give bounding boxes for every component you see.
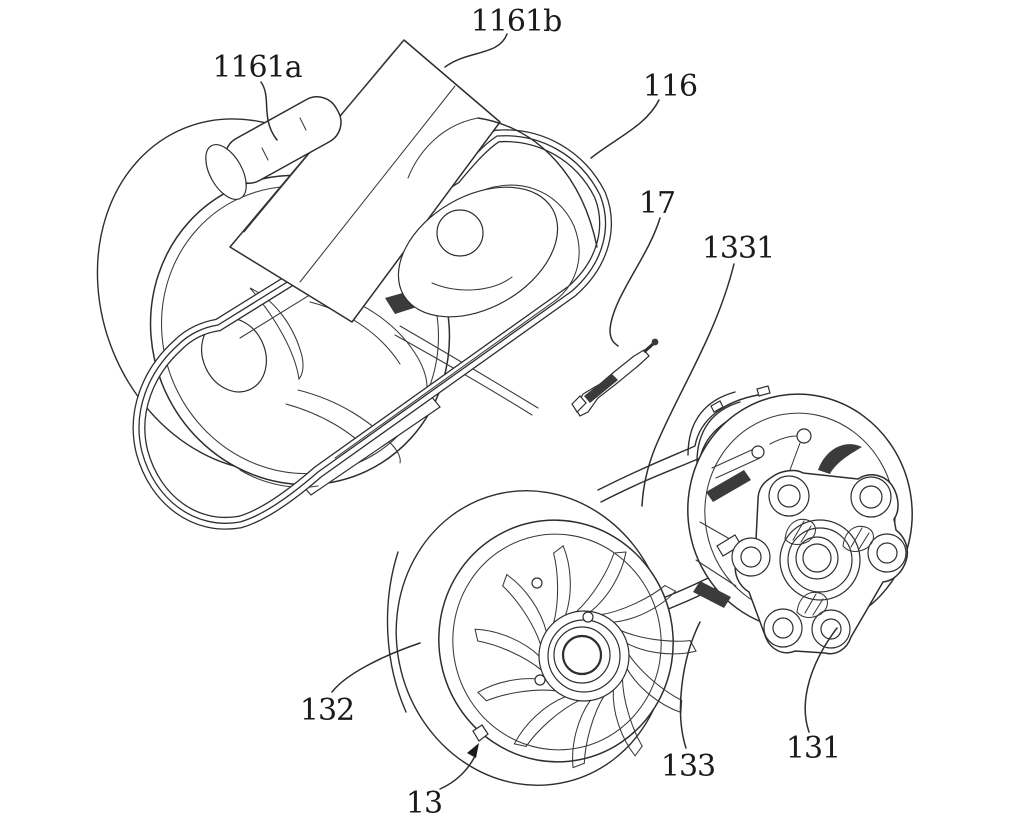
part-label-131: 131 bbox=[786, 731, 840, 766]
bolt-hole bbox=[740, 546, 762, 568]
plate-cutouts bbox=[784, 518, 875, 619]
rim-notch bbox=[472, 724, 489, 742]
tube-tick-1 bbox=[261, 147, 269, 161]
boss-lower-arc bbox=[431, 276, 513, 291]
leader-1331 bbox=[641, 263, 735, 507]
leader-13 bbox=[439, 755, 476, 790]
driven-clutch bbox=[687, 385, 913, 655]
bell-tab-top bbox=[756, 385, 771, 397]
cutout bbox=[784, 518, 817, 546]
belt-wrap-1 bbox=[687, 391, 736, 456]
mech-dark-bar-2 bbox=[693, 581, 731, 608]
part-label-116: 116 bbox=[643, 69, 697, 104]
dome-left-edge bbox=[407, 117, 479, 179]
face-hole bbox=[582, 611, 594, 623]
bracket-17 bbox=[571, 338, 659, 417]
clutch-center-boss bbox=[779, 519, 861, 601]
fan-blades bbox=[474, 545, 697, 769]
scroll-crescent bbox=[249, 287, 304, 381]
leader-1161b bbox=[444, 33, 508, 68]
part-label-13: 13 bbox=[406, 786, 442, 821]
part-label-132: 132 bbox=[300, 693, 354, 728]
pulley-rim-inner bbox=[452, 533, 662, 751]
tube-opening bbox=[205, 144, 247, 200]
cutout-hatch bbox=[850, 527, 863, 548]
mech-dark-crescent bbox=[818, 444, 862, 474]
cutout-hatch bbox=[792, 520, 805, 541]
cutout-hatch bbox=[804, 593, 817, 614]
cutout-hatch bbox=[858, 532, 870, 550]
mech-dark-bar bbox=[706, 470, 751, 502]
belt-center-line bbox=[138, 135, 607, 524]
bolt-hole bbox=[820, 618, 842, 640]
part-label-1331: 1331 bbox=[702, 231, 774, 266]
leader-lines bbox=[260, 33, 838, 790]
bearing-bore bbox=[561, 634, 603, 676]
mech-stud-2 bbox=[796, 428, 812, 444]
shaft-bore-inner bbox=[802, 543, 832, 573]
bolt-lobes bbox=[731, 475, 907, 649]
bolt-hole bbox=[777, 484, 801, 508]
arrowhead-13 bbox=[467, 743, 479, 758]
bracket-pin-tip bbox=[651, 338, 659, 346]
intake-duct-body bbox=[229, 39, 501, 323]
drive-belt bbox=[132, 129, 612, 530]
mech-line-2 bbox=[695, 559, 737, 587]
intake-duct-edge bbox=[243, 39, 405, 233]
belt-inner-edge-bottom bbox=[334, 299, 557, 459]
mech-bar-2 bbox=[715, 457, 761, 479]
bolt-hole bbox=[876, 542, 898, 564]
part-label-1161b: 1161b bbox=[471, 4, 562, 39]
cutout bbox=[842, 525, 875, 553]
housing-bottom-arc bbox=[239, 469, 319, 488]
kidney-boss bbox=[397, 186, 559, 318]
leader-17 bbox=[609, 217, 661, 347]
leader-116 bbox=[590, 99, 660, 159]
dome-right-edge bbox=[477, 117, 598, 248]
upper-strand-1 bbox=[597, 394, 759, 491]
mech-stud-1 bbox=[751, 445, 765, 459]
cutout-hatch bbox=[800, 525, 812, 543]
bracket-pin bbox=[643, 342, 654, 354]
belt-wrap-2 bbox=[696, 401, 741, 463]
intake-duct bbox=[229, 39, 501, 323]
bracket-stripe bbox=[584, 374, 618, 403]
lower-apron-1 bbox=[394, 334, 533, 416]
bolt-hole bbox=[772, 617, 794, 639]
scroll-curve-2 bbox=[309, 301, 401, 365]
belt-cover-dome bbox=[397, 117, 598, 318]
intake-duct-fold bbox=[299, 85, 456, 283]
cutout-hatch bbox=[812, 598, 824, 616]
labels: 1161a 1161b 116 17 1331 132 13 133 131 bbox=[212, 4, 841, 821]
pulley-dish-outer-arc bbox=[386, 551, 407, 713]
bolt-hole bbox=[859, 485, 883, 509]
bell-tab-left bbox=[710, 400, 724, 413]
leader-1161a bbox=[260, 81, 278, 141]
belt-inner-edge-right bbox=[469, 184, 580, 301]
lower-crescent-1 bbox=[297, 389, 401, 464]
cutout bbox=[796, 591, 829, 619]
breather-tube bbox=[205, 96, 342, 200]
leader-131 bbox=[804, 627, 838, 733]
leader-132 bbox=[331, 642, 421, 693]
boss-hole bbox=[436, 209, 484, 257]
leader-133 bbox=[679, 621, 701, 749]
part-label-1161a: 1161a bbox=[212, 50, 302, 85]
part-label-133: 133 bbox=[661, 749, 715, 784]
bracket-foot bbox=[571, 395, 587, 413]
face-hole bbox=[531, 577, 543, 589]
part-label-17: 17 bbox=[639, 186, 675, 221]
mech-bar-1 bbox=[711, 447, 757, 469]
tube-tick-2 bbox=[299, 117, 307, 131]
drive-pulley bbox=[386, 490, 697, 786]
face-hole bbox=[534, 674, 546, 686]
mech-arm-2 bbox=[789, 442, 801, 471]
clutch-mechanism bbox=[693, 428, 862, 608]
